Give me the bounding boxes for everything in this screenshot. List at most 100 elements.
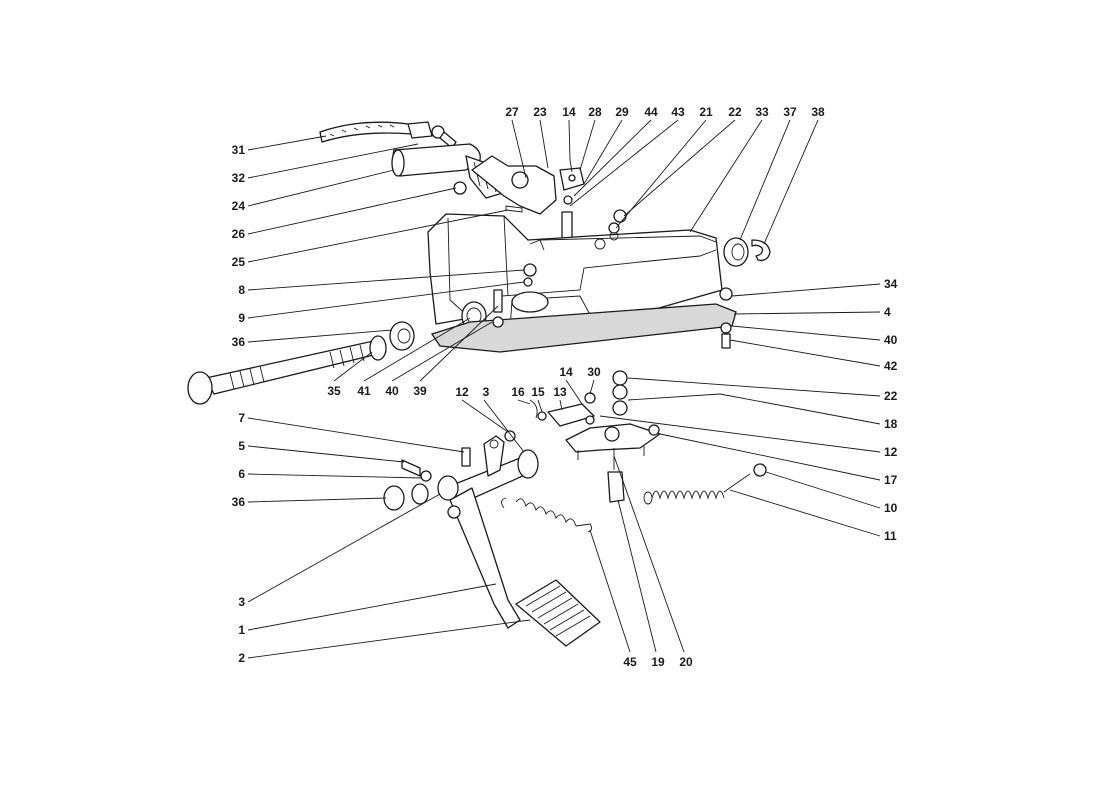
washer-40 bbox=[720, 322, 732, 334]
leader-42 bbox=[729, 339, 881, 367]
callout-18: 18 bbox=[884, 417, 898, 431]
leader-18 bbox=[627, 393, 881, 425]
pin-25 bbox=[505, 205, 523, 213]
callout-9: 9 bbox=[238, 311, 245, 325]
bush-37-bore bbox=[731, 243, 745, 261]
part-drawings bbox=[187, 121, 771, 647]
callout-27: 27 bbox=[505, 105, 519, 119]
callout-8: 8 bbox=[238, 283, 245, 297]
lever-pivot bbox=[604, 426, 620, 442]
callout-14-lower: 14 bbox=[559, 365, 573, 379]
washer-15 bbox=[537, 411, 547, 421]
bush-3 bbox=[411, 483, 429, 505]
leader-32 bbox=[247, 143, 419, 179]
spring-11-hook-right bbox=[723, 473, 751, 493]
hose-texture bbox=[329, 124, 395, 137]
leader-2 bbox=[247, 619, 531, 659]
bolt-39 bbox=[493, 289, 503, 313]
callout-25: 25 bbox=[232, 255, 246, 269]
leader-22b bbox=[627, 377, 881, 397]
callout-32: 32 bbox=[232, 171, 246, 185]
leader-39 bbox=[419, 305, 499, 382]
nut-6 bbox=[420, 470, 432, 482]
callout-16: 16 bbox=[511, 385, 525, 399]
callout-33: 33 bbox=[755, 105, 769, 119]
leader-16 bbox=[517, 399, 531, 405]
leader-35 bbox=[333, 351, 373, 382]
bush-36-lower bbox=[383, 485, 405, 511]
leader-1 bbox=[247, 583, 497, 631]
arm-hole bbox=[489, 439, 499, 449]
leader-14a bbox=[568, 119, 571, 161]
callout-numbers: 27 23 14 28 29 44 43 21 22 33 37 38 31 3… bbox=[232, 105, 898, 669]
leader-20 bbox=[613, 455, 685, 653]
callout-35: 35 bbox=[327, 384, 341, 398]
clip-16 bbox=[529, 399, 538, 419]
callout-10: 10 bbox=[884, 501, 898, 515]
leader-38 bbox=[763, 119, 819, 245]
leader-40a bbox=[391, 321, 493, 382]
pedal-pad bbox=[515, 579, 601, 647]
leader-23 bbox=[539, 119, 549, 169]
washer-18-b bbox=[612, 400, 628, 416]
callout-3-lower: 3 bbox=[238, 595, 245, 609]
callout-6: 6 bbox=[238, 467, 245, 481]
nut-8 bbox=[523, 263, 537, 277]
bolt-7 bbox=[461, 447, 471, 467]
leader-36b bbox=[247, 497, 387, 503]
pedal-spring-45 bbox=[515, 498, 577, 527]
callout-38: 38 bbox=[811, 105, 825, 119]
pedal-hub bbox=[437, 475, 459, 501]
callout-22-right: 22 bbox=[884, 389, 898, 403]
leader-5 bbox=[247, 445, 405, 463]
spring-anchor-10 bbox=[753, 463, 767, 477]
callout-20: 20 bbox=[679, 655, 693, 669]
callout-5: 5 bbox=[238, 439, 245, 453]
callout-34: 34 bbox=[884, 277, 898, 291]
callout-7: 7 bbox=[238, 411, 245, 425]
leader-40b bbox=[731, 325, 881, 341]
bolt-5 bbox=[401, 459, 421, 477]
leader-27 bbox=[511, 119, 527, 179]
callout-22: 22 bbox=[728, 105, 742, 119]
callout-36-lower: 36 bbox=[232, 495, 246, 509]
callout-21: 21 bbox=[699, 105, 713, 119]
leader-6 bbox=[247, 473, 423, 479]
hose-fitting bbox=[407, 121, 433, 139]
callout-12-right: 12 bbox=[884, 445, 898, 459]
callout-44: 44 bbox=[644, 105, 658, 119]
pedal-lever-1 bbox=[449, 487, 521, 629]
lever-legs bbox=[577, 446, 645, 460]
leader-33 bbox=[689, 119, 763, 233]
callout-31: 31 bbox=[232, 143, 246, 157]
leader-44 bbox=[573, 119, 652, 197]
leader-lines bbox=[247, 119, 881, 659]
leader-22a bbox=[623, 119, 736, 217]
leader-19 bbox=[617, 499, 657, 653]
callout-43: 43 bbox=[671, 105, 685, 119]
washer-43 bbox=[563, 195, 573, 205]
adjuster-sleeve-19 bbox=[607, 471, 625, 503]
callout-37: 37 bbox=[783, 105, 797, 119]
callout-41: 41 bbox=[357, 384, 371, 398]
leader-26 bbox=[247, 187, 457, 235]
leader-17 bbox=[659, 433, 881, 481]
bush-37 bbox=[723, 237, 749, 267]
leader-8 bbox=[247, 269, 525, 291]
bush-36-upper bbox=[389, 321, 415, 351]
callout-13: 13 bbox=[553, 385, 567, 399]
leader-37 bbox=[739, 119, 791, 241]
washer-18-a bbox=[612, 384, 628, 400]
flange-hole bbox=[511, 171, 529, 189]
leader-10 bbox=[765, 471, 881, 509]
leader-12b bbox=[599, 415, 881, 453]
bush-36-upper-bore bbox=[397, 328, 411, 344]
leader-3a bbox=[483, 399, 525, 453]
housing-top-bore bbox=[511, 291, 549, 313]
callout-42: 42 bbox=[884, 359, 898, 373]
return-spring-11 bbox=[651, 490, 725, 500]
leader-30 bbox=[589, 379, 595, 395]
leader-24 bbox=[247, 169, 395, 207]
